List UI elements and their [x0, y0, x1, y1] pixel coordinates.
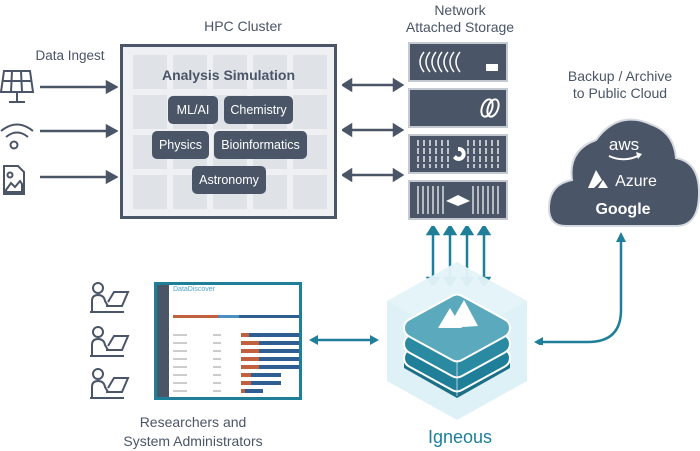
- dashboard-title: DataDiscover: [173, 286, 216, 293]
- dashboard-usage-bar: [173, 315, 299, 318]
- grid-cell: [133, 175, 167, 209]
- grid-cell: [213, 55, 247, 89]
- user-at-laptop-icon-1: [90, 282, 130, 313]
- dashboard-sidebar: [157, 285, 169, 397]
- grid-cell: [133, 55, 167, 89]
- workload-astronomy: Astronomy: [192, 166, 266, 194]
- solar-panel-icon: [0, 70, 35, 103]
- hpc-nas-arrows: [342, 77, 404, 183]
- image-file-icon: [3, 165, 25, 195]
- users-igneous-arrow: [309, 335, 379, 345]
- azure-label: Azure: [615, 173, 657, 190]
- ingest-icons: [0, 70, 35, 195]
- dashboard-row: [173, 357, 299, 362]
- datadiscover-dashboard: DataDiscover: [154, 282, 302, 400]
- nas-unit-4: [408, 180, 508, 220]
- workload-chemistry: Chemistry: [224, 96, 293, 124]
- dashboard-row: [173, 373, 299, 378]
- nas-unit-1: [408, 42, 508, 82]
- nas-title-line1: Network: [434, 2, 486, 18]
- hpc-subtitle: Analysis Simulation: [161, 67, 296, 83]
- igneous-title: Igneous: [427, 427, 493, 447]
- dashboard-row: [173, 389, 299, 394]
- user-at-laptop-icon-3: [90, 368, 130, 399]
- users-title-line2: System Administrators: [123, 433, 263, 449]
- dashboard-row: [173, 365, 299, 370]
- hpc-cluster-title: HPC Cluster: [204, 18, 282, 34]
- user-icons: [90, 282, 130, 399]
- aws-label: aws: [609, 135, 639, 154]
- dashboard-row: [173, 349, 299, 354]
- storage-logo-rings-icon: [480, 98, 500, 118]
- user-at-laptop-icon-2: [90, 326, 130, 357]
- hpc-cluster-box: Analysis Simulation ML/AI Chemistry Phys…: [120, 44, 337, 219]
- nas-title: Network Attached Storage: [395, 2, 525, 36]
- igneous-stack-icon: [402, 293, 512, 398]
- nas-title-line2: Attached Storage: [405, 19, 515, 35]
- users-title: Researchers and System Administrators: [108, 413, 278, 451]
- grid-cell: [133, 95, 167, 129]
- azure-logo-icon: [588, 170, 602, 188]
- workload-physics: Physics: [152, 131, 209, 159]
- grid-cell: [293, 175, 327, 209]
- grid-cell: [173, 55, 207, 89]
- grid-cell: [293, 55, 327, 89]
- dashboard-row: [173, 333, 299, 338]
- wireless-signal-icon: [0, 123, 34, 150]
- storage-logo-waves-icon: [419, 51, 498, 73]
- grid-cell: [253, 55, 287, 89]
- grid-cell: [293, 95, 327, 129]
- dashboard-row: [173, 381, 299, 386]
- cloud-title: Backup / Archive to Public Cloud: [560, 68, 680, 102]
- igneous-logo: [387, 262, 527, 420]
- dashboard-row: [173, 341, 299, 346]
- ingest-arrows: [40, 79, 118, 185]
- cloud-title-line2: to Public Cloud: [572, 85, 668, 101]
- google-label: Google: [595, 201, 650, 218]
- workload-ml-ai: ML/AI: [168, 96, 218, 124]
- users-title-line1: Researchers and: [139, 414, 247, 430]
- workload-bioinformatics: Bioinformatics: [214, 131, 307, 159]
- public-cloud: aws Azure Google: [548, 118, 700, 227]
- storage-logo-pure-icon: [417, 140, 499, 168]
- nas-unit-3: [408, 134, 508, 174]
- cloud-title-line1: Backup / Archive: [567, 68, 673, 84]
- storage-logo-diamond-icon: [417, 186, 499, 214]
- data-ingest-title: Data Ingest: [35, 48, 105, 63]
- cloud-igneous-arrow: [534, 232, 626, 345]
- nas-unit-2: [408, 88, 508, 128]
